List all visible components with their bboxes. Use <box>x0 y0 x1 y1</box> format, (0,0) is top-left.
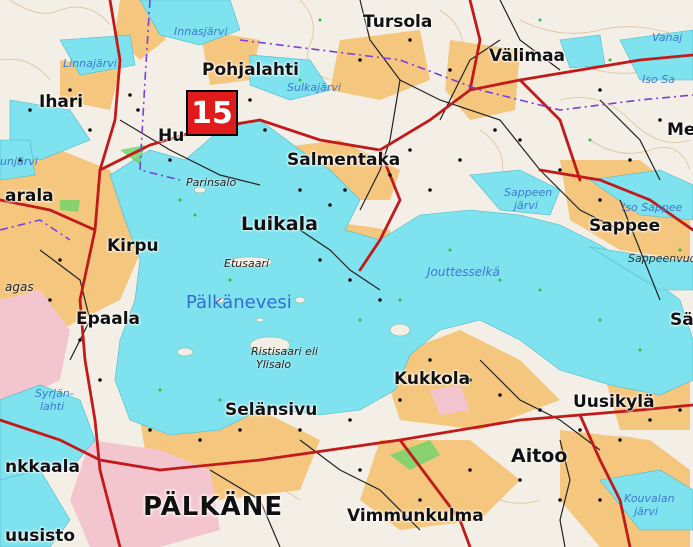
place-label-uusikyla[interactable]: Uusikylä <box>573 392 655 412</box>
island-label-etusaari[interactable]: Etusaari <box>224 257 270 270</box>
water-label-linnajarvi[interactable]: Linnajärvi <box>63 57 117 70</box>
lake-palkanevesi <box>109 119 693 436</box>
shore-dots <box>158 18 682 402</box>
place-label-vimmunkulma[interactable]: Vimmunkulma <box>347 506 484 526</box>
road-number-sign[interactable]: 15 <box>186 90 238 136</box>
place-label-sappee[interactable]: Sappee <box>589 216 661 236</box>
water-label-sappeenjarvi-2[interactable]: järvi <box>514 199 538 212</box>
place-label-aitoo[interactable]: Aitoo <box>511 445 568 467</box>
water-label-sulkajarvi[interactable]: Sulkajärvi <box>287 81 342 94</box>
island-label-parinsalo[interactable]: Parinsalo <box>186 176 237 189</box>
place-label-epaala[interactable]: Epaala <box>76 309 141 329</box>
water-label-palkanevesi[interactable]: Pälkänevesi <box>186 292 292 313</box>
place-label-kirpu[interactable]: Kirpu <box>107 236 159 256</box>
place-label-ihari[interactable]: Ihari <box>39 92 84 112</box>
boundary-lines <box>0 0 693 241</box>
place-label-nkkaala[interactable]: nkkaala <box>5 457 80 477</box>
water-label-syrjanlahti-2[interactable]: lahti <box>40 400 65 413</box>
place-label-arala[interactable]: arala <box>5 186 54 206</box>
place-label-salmentaka[interactable]: Salmentaka <box>287 150 401 170</box>
water-label-innasjarvi[interactable]: Innasjärvi <box>174 25 228 38</box>
road-15 <box>78 0 122 547</box>
water-label-jouttesselka[interactable]: Jouttesselkä <box>427 265 500 279</box>
water-label-vanaja[interactable]: Vanaj <box>652 31 683 44</box>
water-label-unjarvi[interactable]: unjärvi <box>0 155 38 168</box>
island-label-ristisaari-2[interactable]: Ylisalo <box>256 358 292 371</box>
place-label-agas[interactable]: agas <box>5 280 34 294</box>
water-label-syrjanlahti-1[interactable]: Syrjän- <box>35 387 74 400</box>
islands <box>176 186 411 357</box>
building-dots <box>18 38 682 502</box>
place-label-tursola[interactable]: Tursola <box>363 12 433 32</box>
island-label-ristisaari-1[interactable]: Ristisaari eli <box>251 345 318 358</box>
place-label-pohjalahti[interactable]: Pohjalahti <box>202 60 299 80</box>
place-label-luikala[interactable]: Luikala <box>241 213 318 235</box>
water-label-sappeenjarvi-1[interactable]: Sappeen <box>504 186 553 199</box>
water-label-iso-sappee[interactable]: Iso Sappee <box>622 201 683 214</box>
place-label-me[interactable]: Me <box>667 120 693 140</box>
place-label-sa[interactable]: Sä <box>670 310 693 330</box>
place-label-palkane[interactable]: PÄLKÄNE <box>143 492 284 522</box>
water-label-iso-sa[interactable]: Iso Sa <box>642 73 675 86</box>
water-label-kouvalanjarvi-1[interactable]: Kouvalan <box>624 492 675 505</box>
place-label-hu[interactable]: Hu <box>158 126 185 146</box>
place-label-uusisto[interactable]: uusisto <box>5 526 76 546</box>
water-label-sappeenvuo[interactable]: Sappeenvuo <box>628 252 693 265</box>
place-label-kukkola[interactable]: Kukkola <box>394 369 471 389</box>
water-label-kouvalanjarvi-2[interactable]: järvi <box>634 505 658 518</box>
place-label-selansivu[interactable]: Selänsivu <box>225 400 318 420</box>
place-label-valimaa[interactable]: Välimaa <box>489 46 566 66</box>
